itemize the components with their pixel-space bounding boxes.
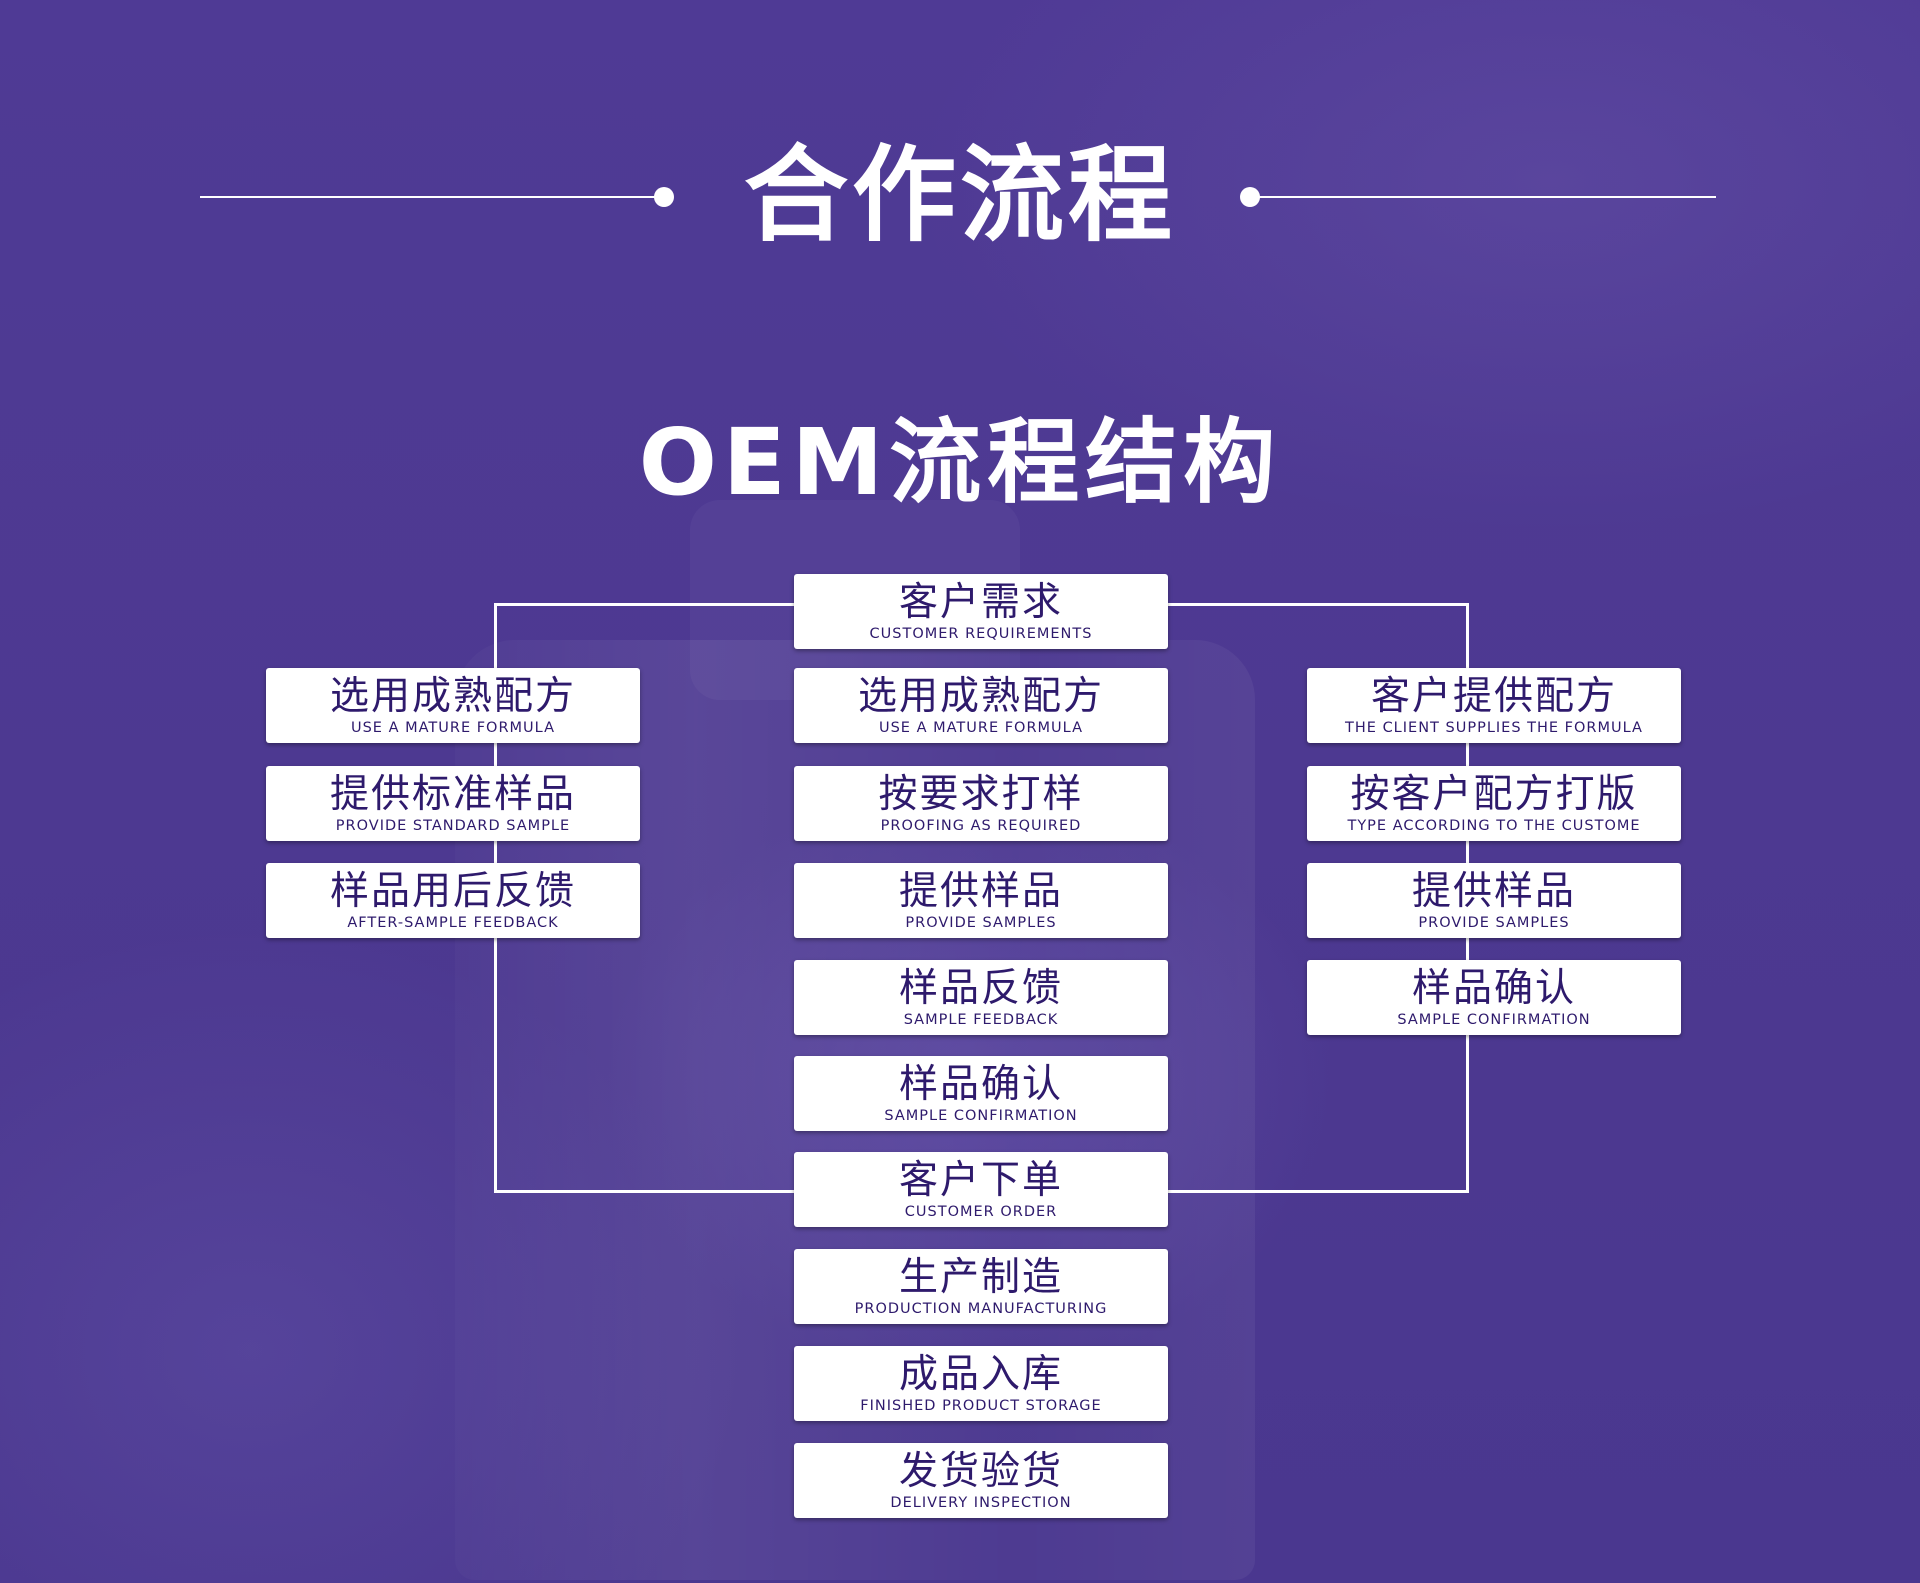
right-step-3: 提供样品 PROVIDE SAMPLES: [1307, 863, 1681, 938]
step-label-en: PRODUCTION MANUFACTURING: [854, 1301, 1108, 1317]
step-label-en: USE A MATURE FORMULA: [350, 720, 556, 736]
step-label-cn: 样品用后反馈: [329, 869, 576, 914]
step-label-cn: 选用成熟配方: [329, 674, 576, 719]
step-label-en: PROVIDE STANDARD SAMPLE: [335, 818, 571, 834]
after-step-1: 生产制造 PRODUCTION MANUFACTURING: [794, 1249, 1168, 1324]
page-title: 合作流程: [743, 134, 1176, 256]
center-step-5: 样品确认 SAMPLE CONFIRMATION: [794, 1056, 1168, 1131]
center-step-3: 提供样品 PROVIDE SAMPLES: [794, 863, 1168, 938]
step-label-cn: 按客户配方打版: [1350, 772, 1638, 817]
left-step-1: 选用成熟配方 USE A MATURE FORMULA: [266, 668, 640, 743]
step-label-cn: 按要求打样: [878, 772, 1084, 817]
step-label-en: PROOFING AS REQUIRED: [880, 818, 1082, 834]
step-label-cn: 样品反馈: [898, 966, 1063, 1011]
after-step-2: 成品入库 FINISHED PRODUCT STORAGE: [794, 1346, 1168, 1421]
step-label-en: PROVIDE SAMPLES: [1418, 915, 1570, 931]
connector-top-left-horizontal: [494, 603, 794, 606]
step-customer-requirements: 客户需求 CUSTOMER REQUIREMENTS: [794, 574, 1168, 649]
step-label-cn: 提供样品: [1411, 869, 1576, 914]
left-step-3: 样品用后反馈 AFTER-SAMPLE FEEDBACK: [266, 863, 640, 938]
section-subtitle: OEM流程结构: [638, 409, 1282, 516]
step-label-en: SAMPLE CONFIRMATION: [884, 1108, 1078, 1124]
step-label-cn: 样品确认: [898, 1062, 1063, 1107]
center-step-1: 选用成熟配方 USE A MATURE FORMULA: [794, 668, 1168, 743]
step-label-en: DELIVERY INSPECTION: [890, 1495, 1072, 1511]
step-label-cn: 客户下单: [898, 1158, 1063, 1203]
connector-bottom-right-horizontal: [1168, 1190, 1469, 1193]
step-label-cn: 客户需求: [898, 580, 1063, 625]
step-label-cn: 提供样品: [898, 869, 1063, 914]
connector-bottom-left-horizontal: [494, 1190, 794, 1193]
header-line-right: [1258, 196, 1716, 198]
header-line-left: [200, 196, 660, 198]
step-label-en: TYPE ACCORDING TO THE CUSTOME: [1347, 818, 1641, 834]
step-label-cn: 样品确认: [1411, 966, 1576, 1011]
header-dot-left: [654, 187, 674, 207]
step-label-en: THE CLIENT SUPPLIES THE FORMULA: [1345, 720, 1643, 736]
step-label-cn: 发货验货: [898, 1449, 1063, 1494]
right-step-2: 按客户配方打版 TYPE ACCORDING TO THE CUSTOME: [1307, 766, 1681, 841]
right-step-4: 样品确认 SAMPLE CONFIRMATION: [1307, 960, 1681, 1035]
step-label-cn: 生产制造: [898, 1255, 1063, 1300]
right-step-1: 客户提供配方 THE CLIENT SUPPLIES THE FORMULA: [1307, 668, 1681, 743]
step-label-en: AFTER-SAMPLE FEEDBACK: [347, 915, 559, 931]
center-step-2: 按要求打样 PROOFING AS REQUIRED: [794, 766, 1168, 841]
step-label-en: SAMPLE FEEDBACK: [903, 1012, 1059, 1028]
after-step-3: 发货验货 DELIVERY INSPECTION: [794, 1443, 1168, 1518]
step-customer-order: 客户下单 CUSTOMER ORDER: [794, 1152, 1168, 1227]
step-label-en: PROVIDE SAMPLES: [905, 915, 1057, 931]
step-label-cn: 客户提供配方: [1370, 674, 1617, 719]
header-dot-right: [1240, 187, 1260, 207]
step-label-en: FINISHED PRODUCT STORAGE: [860, 1398, 1102, 1414]
step-label-cn: 选用成熟配方: [857, 674, 1104, 719]
step-label-cn: 提供标准样品: [329, 772, 576, 817]
step-label-cn: 成品入库: [898, 1352, 1063, 1397]
step-label-en: CUSTOMER ORDER: [904, 1204, 1058, 1220]
center-step-4: 样品反馈 SAMPLE FEEDBACK: [794, 960, 1168, 1035]
connector-top-right-horizontal: [1168, 603, 1469, 606]
step-label-en: CUSTOMER REQUIREMENTS: [869, 626, 1093, 642]
step-label-en: USE A MATURE FORMULA: [878, 720, 1084, 736]
left-step-2: 提供标准样品 PROVIDE STANDARD SAMPLE: [266, 766, 640, 841]
step-label-en: SAMPLE CONFIRMATION: [1397, 1012, 1591, 1028]
